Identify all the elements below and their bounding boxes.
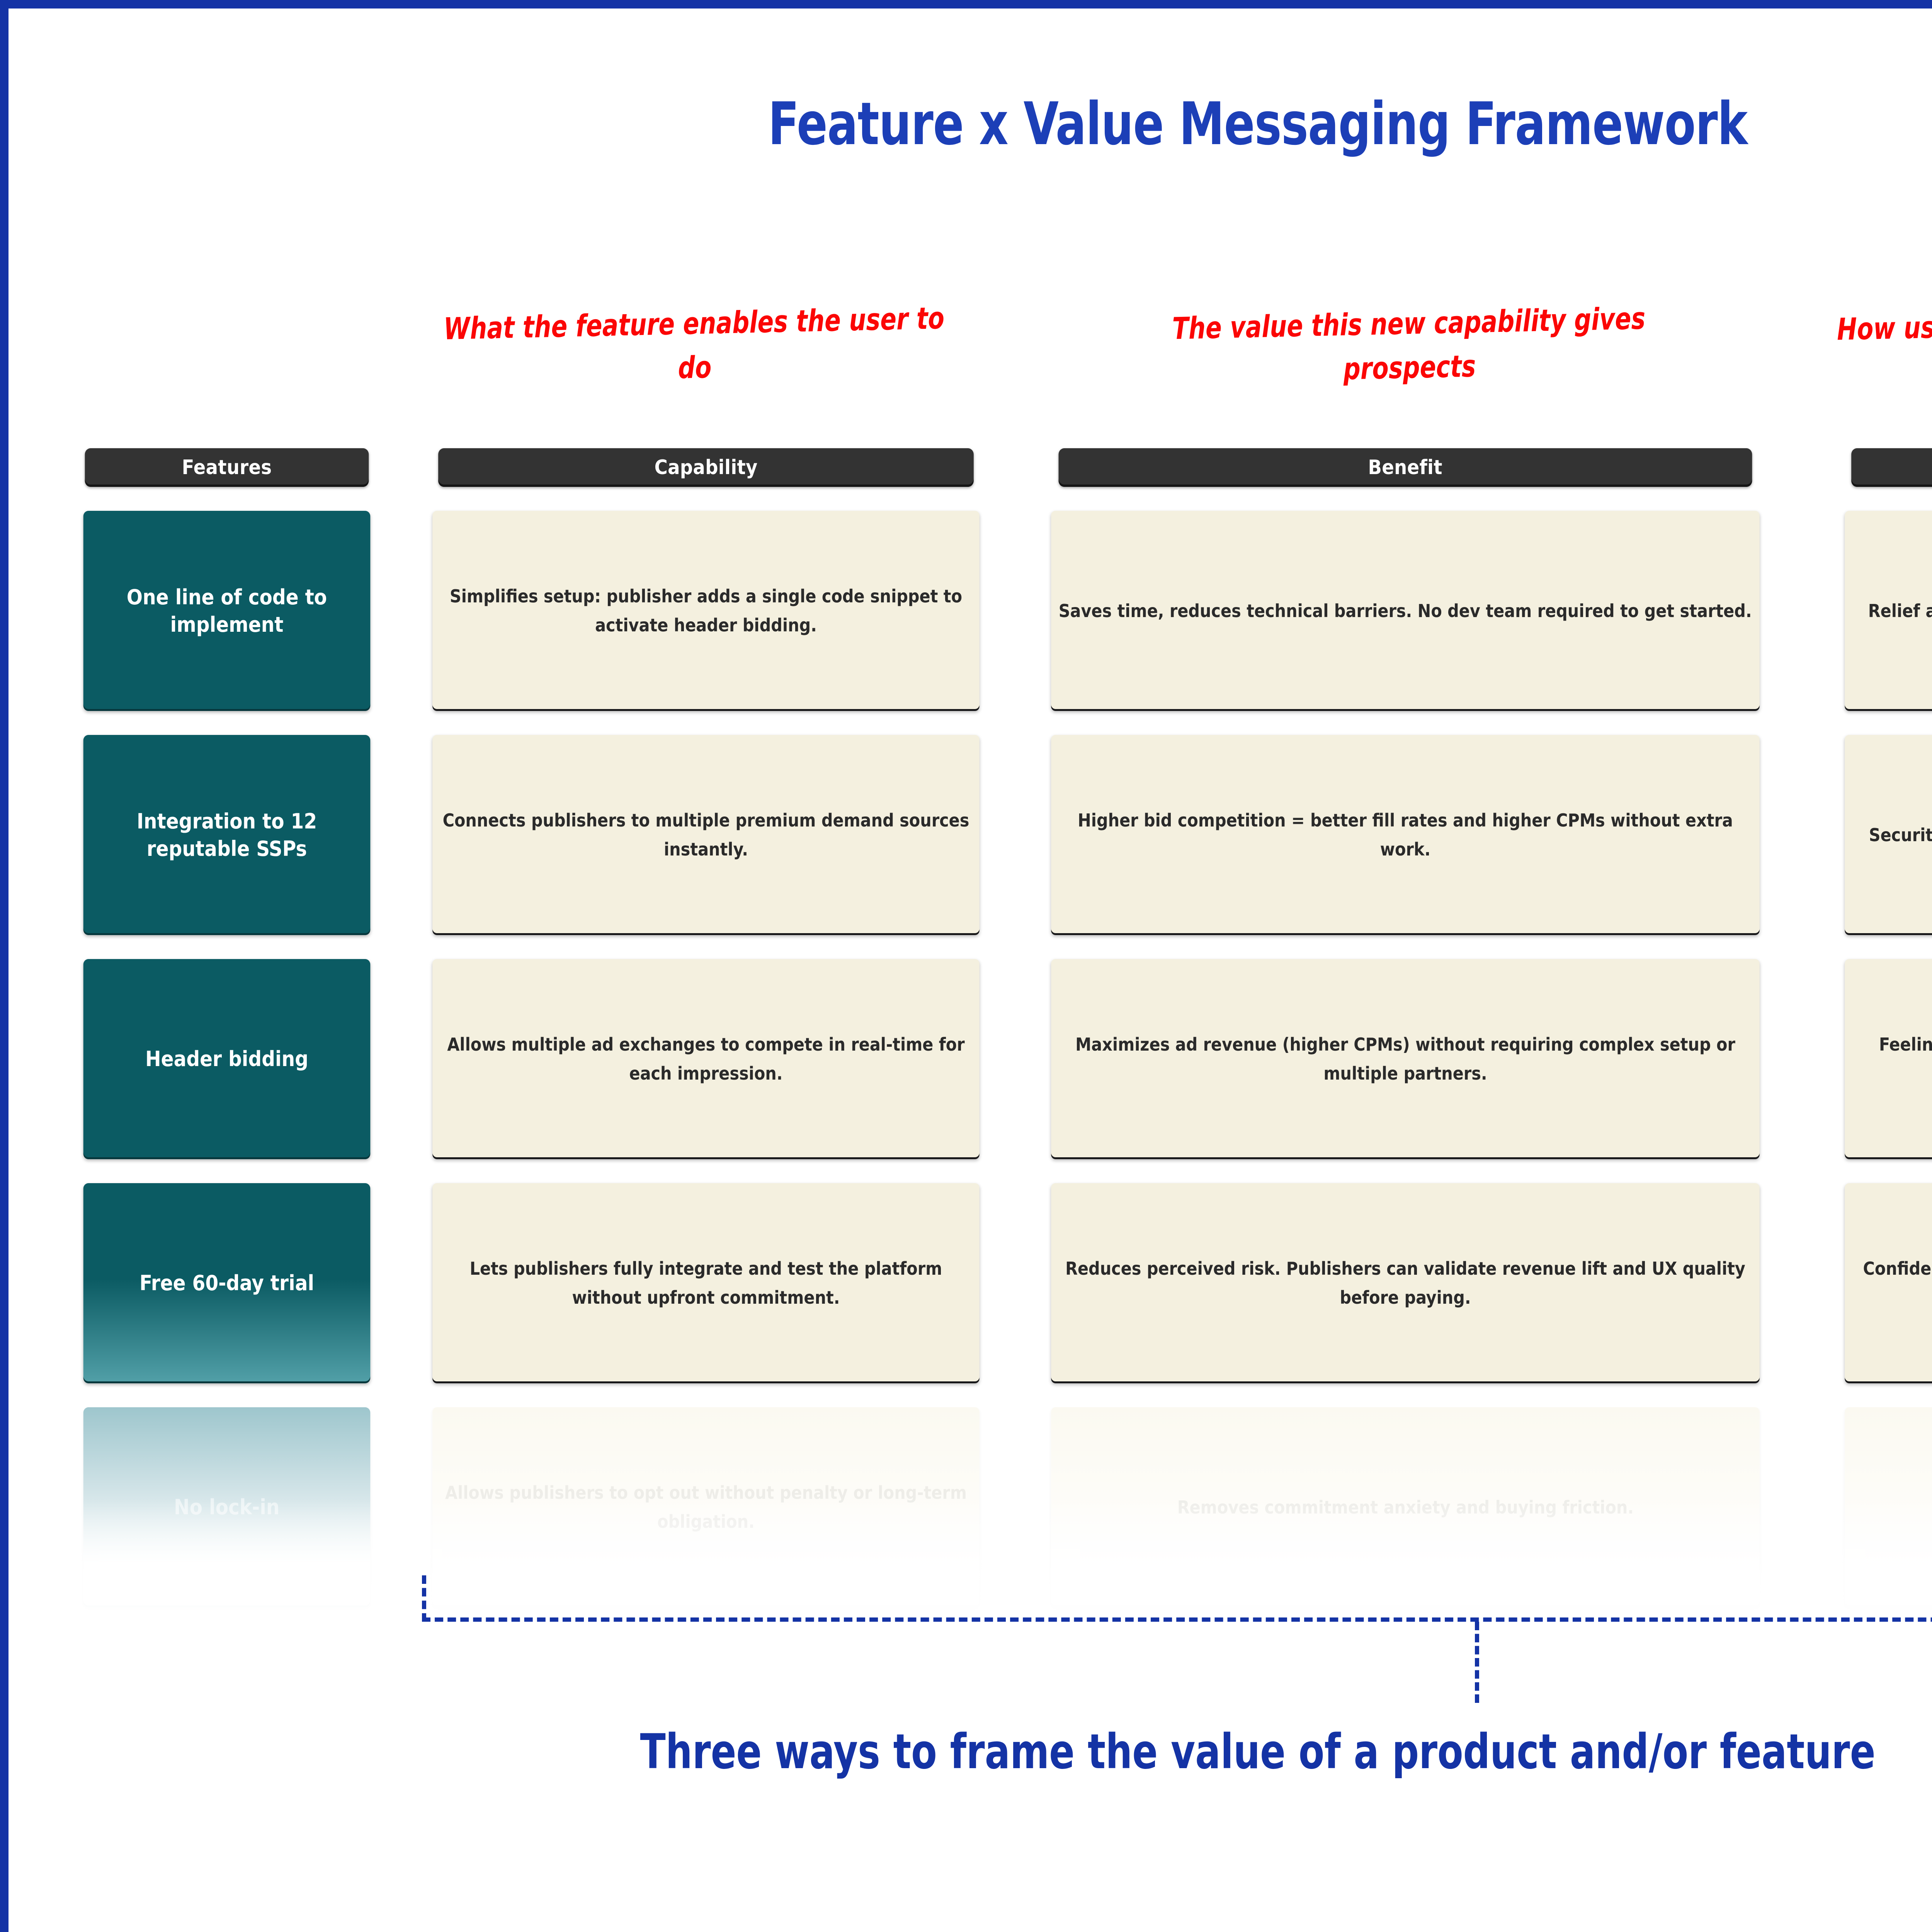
table-row: Integration to 12 reputable SSPs Connect…	[74, 735, 1932, 935]
table-row: One line of code to implement Simplifies…	[74, 511, 1932, 711]
column-header-emotional-association: Emotional association	[1851, 448, 1932, 487]
bottom-caption: Three ways to frame the value of a produ…	[640, 1724, 1876, 1780]
table-header-row: Features Capability Benefit Emotional as…	[74, 448, 1932, 487]
capability-cell: Connects publishers to multiple premium …	[432, 735, 980, 935]
emotional-cell: Confidence and control — “I can see if t…	[1845, 1183, 1932, 1383]
callout-dashed-stem	[1475, 1622, 1479, 1703]
annotation-capability: What the feature enables the user to do	[443, 301, 945, 386]
emotional-cell: Security and optimism “I’m plugged into …	[1845, 735, 1932, 935]
annotation-emotional: How users / customers feel after they've…	[1837, 301, 1932, 347]
callout-dashed-bracket	[422, 1575, 1932, 1622]
feature-cell: Free 60-day trial	[83, 1183, 371, 1383]
capability-cell: Simplifies setup: publisher adds a singl…	[432, 511, 980, 711]
table-row: Free 60-day trial Lets publishers fully …	[74, 1183, 1932, 1383]
column-header-capability: Capability	[438, 448, 974, 487]
column-header-features: Features	[85, 448, 369, 487]
benefit-cell: Reduces perceived risk. Publishers can v…	[1051, 1183, 1760, 1383]
capability-cell: Allows multiple ad exchanges to compete …	[432, 959, 980, 1159]
feature-cell: Integration to 12 reputable SSPs	[83, 735, 371, 935]
benefit-cell: Saves time, reduces technical barriers. …	[1051, 511, 1760, 711]
annotation-benefit: The value this new capability gives pros…	[1172, 301, 1646, 387]
emotional-cell: Feeling “pro” “I’m using the same tech a…	[1845, 959, 1932, 1159]
feature-cell: No lock-in	[83, 1407, 371, 1607]
page-canvas: Feature x Value Messaging Framework What…	[9, 9, 1932, 1932]
feature-cell: One line of code to implement	[83, 511, 371, 711]
benefit-cell: Maximizes ad revenue (higher CPMs) witho…	[1051, 959, 1760, 1159]
framework-table: Features Capability Benefit Emotional as…	[74, 448, 1932, 1631]
capability-cell: Lets publishers fully integrate and test…	[432, 1183, 980, 1383]
table-row: Header bidding Allows multiple ad exchan…	[74, 959, 1932, 1159]
feature-cell: Header bidding	[83, 959, 371, 1159]
page-title: Feature x Value Messaging Framework	[768, 90, 1748, 158]
column-header-benefit: Benefit	[1058, 448, 1752, 487]
benefit-cell: Higher bid competition = better fill rat…	[1051, 735, 1760, 935]
emotional-cell: Relief and momentum: “I can do this myse…	[1845, 511, 1932, 711]
